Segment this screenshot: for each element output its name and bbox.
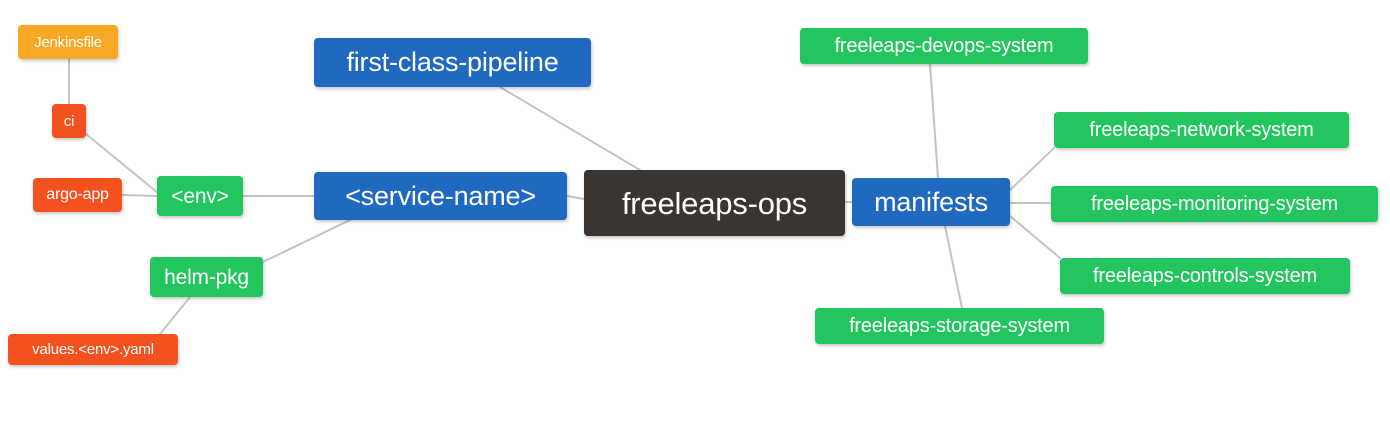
node-env[interactable]: <env> xyxy=(157,176,243,216)
node-freeleaps-network-system[interactable]: freeleaps-network-system xyxy=(1054,112,1349,148)
node-freeleaps-devops-system[interactable]: freeleaps-devops-system xyxy=(800,28,1088,64)
node-label-freeleaps-ops: freeleaps-ops xyxy=(621,185,808,221)
node-label-service-name: <service-name> xyxy=(345,180,536,211)
node-label-freeleaps-controls-system: freeleaps-controls-system xyxy=(1093,265,1317,287)
node-argo-app[interactable]: argo-app xyxy=(33,178,122,212)
node-label-values-yaml: values.<env>.yaml xyxy=(32,341,154,358)
node-label-env: <env> xyxy=(171,184,229,208)
node-helm-pkg[interactable]: helm-pkg xyxy=(150,257,263,297)
node-label-jenkinsfile: Jenkinsfile xyxy=(34,33,102,51)
node-freeleaps-ops[interactable]: freeleaps-ops xyxy=(584,170,845,236)
node-manifests[interactable]: manifests xyxy=(852,178,1010,226)
node-label-freeleaps-network-system: freeleaps-network-system xyxy=(1089,119,1314,141)
node-jenkinsfile[interactable]: Jenkinsfile xyxy=(18,25,118,59)
edge-servicename-ops xyxy=(566,195,585,200)
edge-manifests-network xyxy=(1009,147,1055,191)
node-service-name[interactable]: <service-name> xyxy=(314,172,567,220)
node-freeleaps-controls-system[interactable]: freeleaps-controls-system xyxy=(1060,258,1350,294)
edge-argoapp-env xyxy=(121,194,158,197)
node-label-manifests: manifests xyxy=(874,186,988,217)
node-label-ci: ci xyxy=(63,112,75,130)
edge-manifests-controls xyxy=(1009,215,1061,259)
node-first-class-pipeline[interactable]: first-class-pipeline xyxy=(314,38,591,87)
edge-pipeline-ops xyxy=(499,86,641,171)
node-label-freeleaps-devops-system: freeleaps-devops-system xyxy=(834,35,1054,57)
node-freeleaps-storage-system[interactable]: freeleaps-storage-system xyxy=(815,308,1104,344)
edge-valuesyaml-helmpkg xyxy=(159,296,191,335)
edge-manifests-devops xyxy=(929,63,939,179)
edge-manifests-storage xyxy=(944,225,963,309)
edge-helmpkg-servicename xyxy=(262,219,351,263)
node-freeleaps-monitoring-system[interactable]: freeleaps-monitoring-system xyxy=(1051,186,1378,222)
node-label-freeleaps-monitoring-system: freeleaps-monitoring-system xyxy=(1091,193,1338,215)
node-label-first-class-pipeline: first-class-pipeline xyxy=(346,47,559,77)
node-label-freeleaps-storage-system: freeleaps-storage-system xyxy=(849,315,1070,337)
node-ci[interactable]: ci xyxy=(52,104,86,138)
node-label-argo-app: argo-app xyxy=(46,186,109,203)
node-label-helm-pkg: helm-pkg xyxy=(164,265,249,289)
node-values-yaml[interactable]: values.<env>.yaml xyxy=(8,334,178,365)
